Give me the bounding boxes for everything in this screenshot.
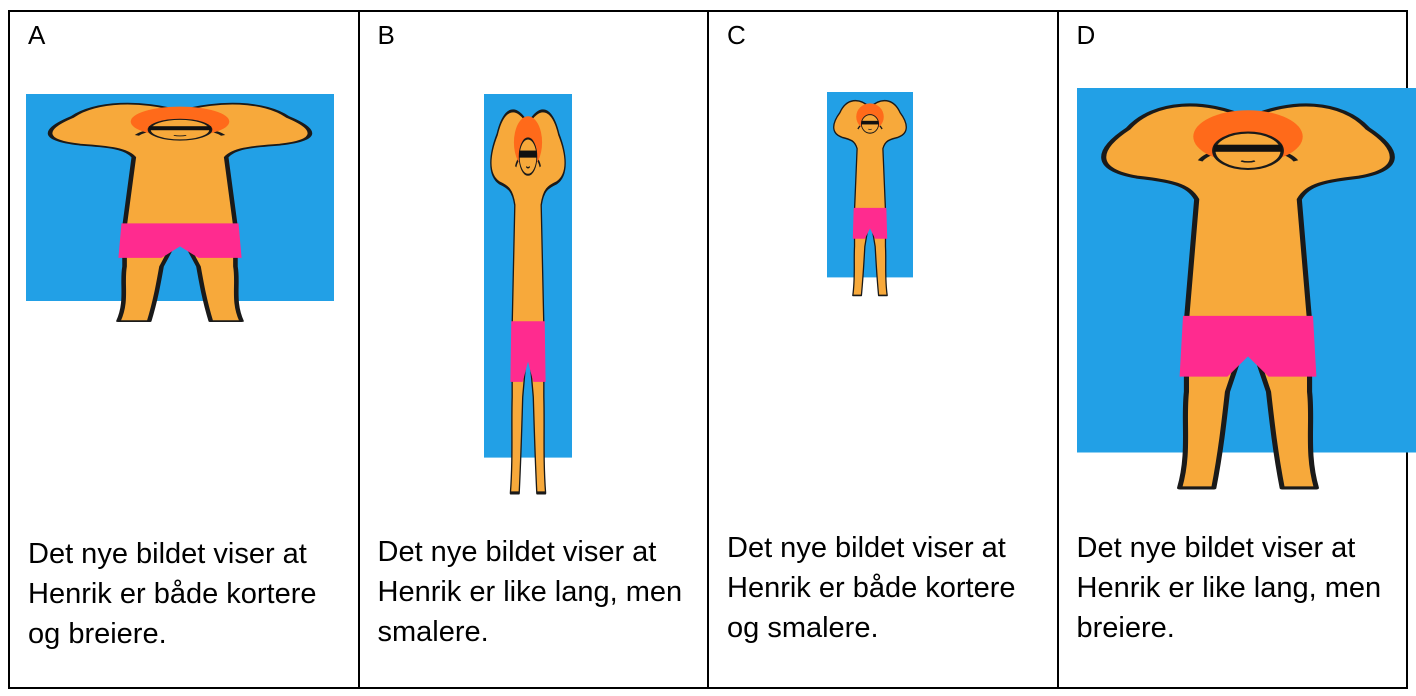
option-c-picture bbox=[826, 91, 914, 297]
option-a-caption: Det nye bildet viser at Henrik er både k… bbox=[28, 538, 317, 650]
option-a-cell[interactable]: A Det nye bildet viser at Henrik er både… bbox=[10, 12, 360, 687]
option-c-caption: Det nye bildet viser at Henrik er både k… bbox=[727, 532, 1016, 644]
option-a-picture bbox=[26, 94, 334, 324]
option-c-cell[interactable]: C Det nye bildet viser at Henrik er både… bbox=[709, 12, 1059, 687]
option-b-caption: Det nye bildet viser at Henrik er like l… bbox=[377, 536, 683, 648]
option-a-letter: A bbox=[28, 20, 46, 50]
option-c-letter: C bbox=[727, 20, 746, 50]
option-d-caption: Det nye bildet viser at Henrik er like l… bbox=[1076, 532, 1382, 644]
options-table: A Det nye bildet viser at Henrik er både… bbox=[8, 10, 1408, 689]
option-b-letter: B bbox=[377, 20, 395, 50]
option-d-cell[interactable]: D Det nye bildet viser at Henrik er like… bbox=[1059, 12, 1407, 687]
option-b-picture bbox=[481, 92, 574, 495]
option-d-picture bbox=[1077, 88, 1416, 493]
option-b-cell[interactable]: B Det nye bildet viser at Henrik er like… bbox=[360, 12, 709, 687]
option-d-letter: D bbox=[1076, 20, 1096, 50]
